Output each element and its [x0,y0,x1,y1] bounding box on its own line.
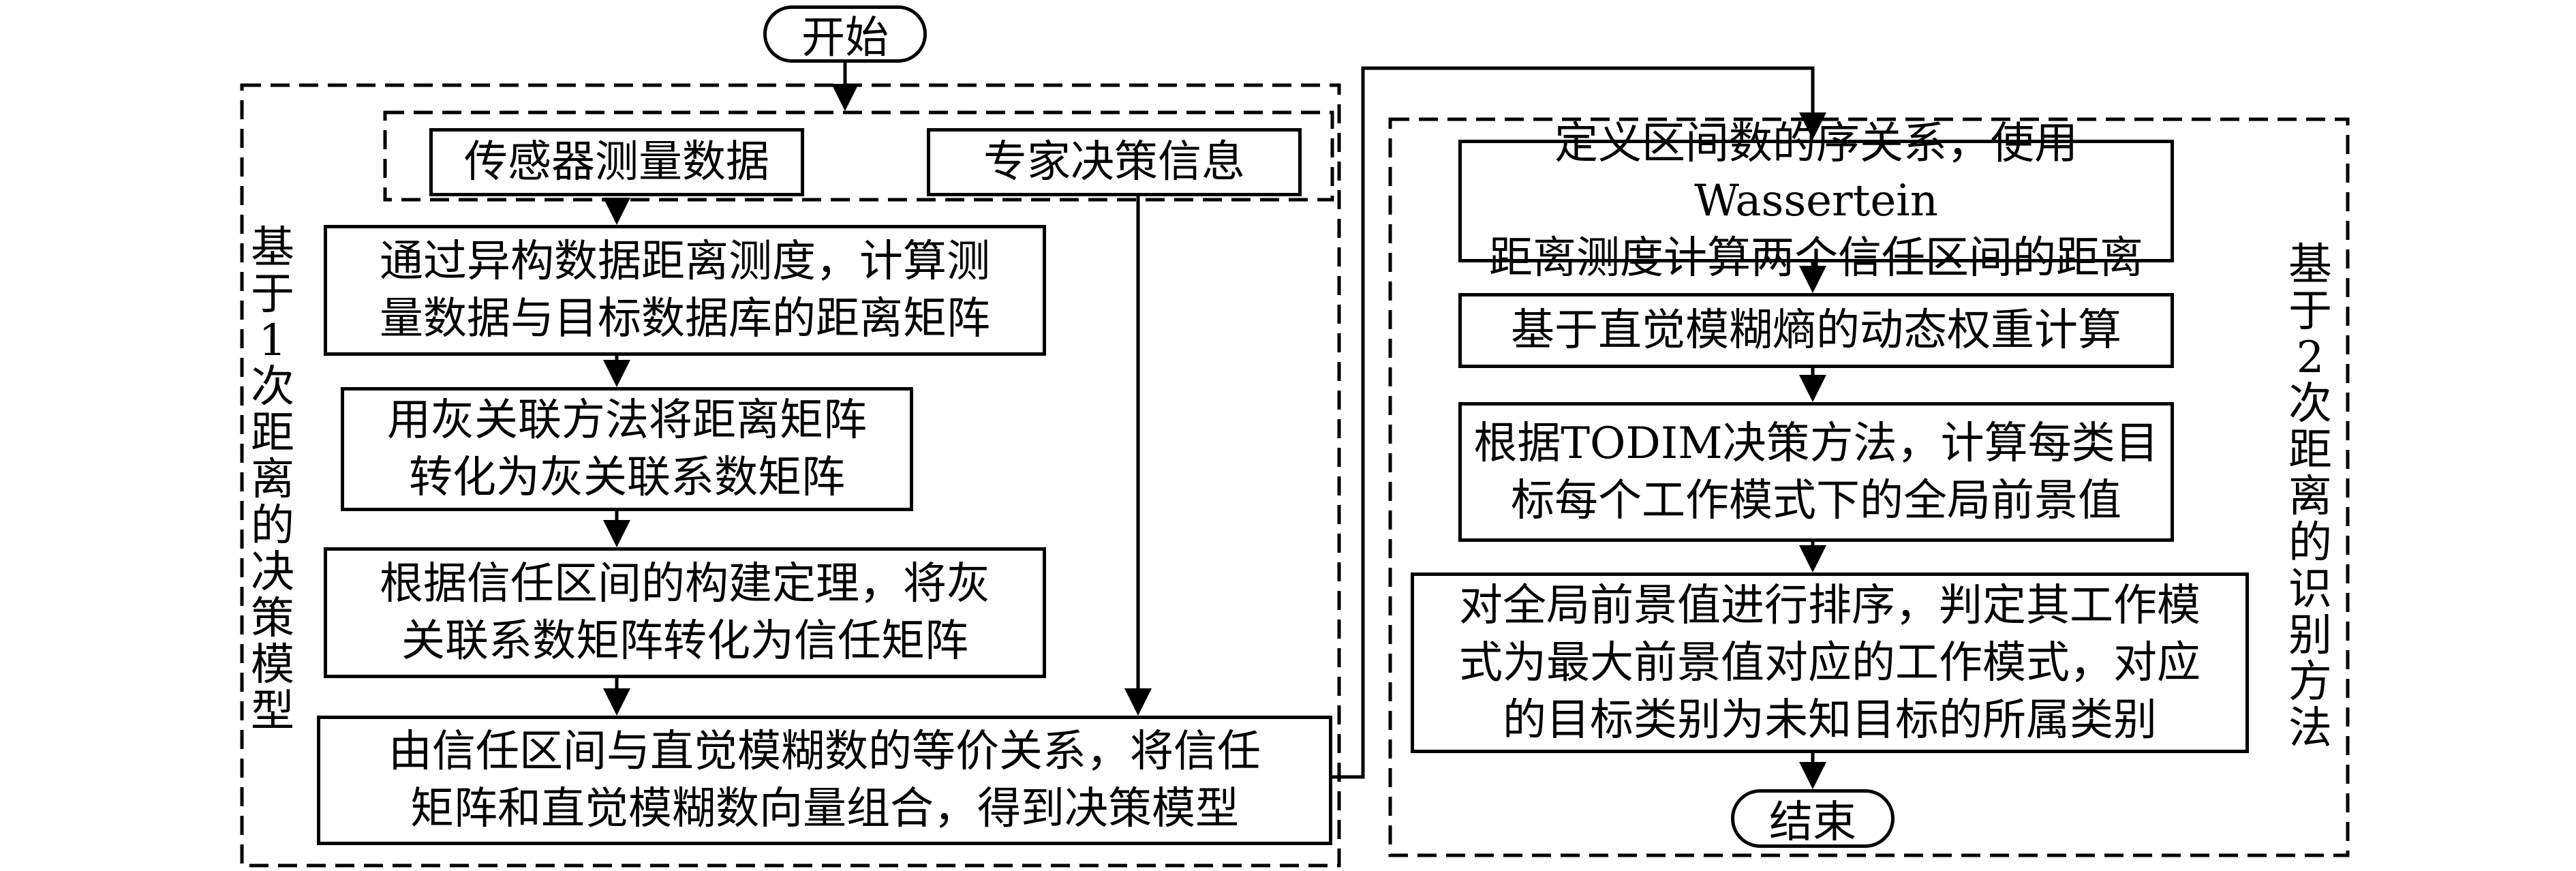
left-group-label: 基于1次距离的决策模型 [245,225,300,735]
left-group-frame [240,83,1341,868]
right-step-3: 根据TODIM决策方法，计算每类目 标每个工作模式下的全局前景值 [1458,402,2174,542]
left-step-4: 由信任区间与直觉模糊数的等价关系，将信任 矩阵和直觉模糊数向量组合，得到决策模型 [317,716,1332,845]
right-step-4: 对全局前景值进行排序，判定其工作模 式为最大前景值对应的工作模式，对应 的目标类… [1411,572,2249,753]
end-terminal: 结束 [1731,789,1895,848]
left-step-3-text: 根据信任区间的构建定理，将灰 关联系数矩阵转化为信任矩阵 [380,559,990,667]
start-terminal: 开始 [763,5,927,63]
right-group-label: 基于2次距离的识别方法 [2283,242,2337,752]
right-group-frame [1388,117,2350,857]
right-step-1: 定义区间数的序关系，使用Wassertein 距离测度计算两个信任区间的距离 [1458,119,2174,284]
sensor-data-box: 传感器测量数据 [429,128,804,196]
start-label: 开始 [801,13,889,63]
right-step-2-text: 基于直觉模糊熵的动态权重计算 [1511,305,2121,356]
right-step-4-text: 对全局前景值进行排序，判定其工作模 式为最大前景值对应的工作模式，对应 的目标类… [1459,580,2201,746]
left-step-1-text: 通过异构数据距离测度，计算测 量数据与目标数据库的距离矩阵 [380,236,990,344]
end-label: 结束 [1769,797,1856,848]
left-step-2-text: 用灰关联方法将距离矩阵 转化为灰关联系数矩阵 [387,395,867,503]
right-step-2: 基于直觉模糊熵的动态权重计算 [1458,293,2174,368]
left-step-2: 用灰关联方法将距离矩阵 转化为灰关联系数矩阵 [341,387,913,511]
input-group-frame [383,110,1334,202]
right-step-3-text: 根据TODIM决策方法，计算每类目 标每个工作模式下的全局前景值 [1473,418,2159,526]
connector-left-to-right [1329,66,1826,779]
left-step-4-text: 由信任区间与直觉模糊数的等价关系，将信任 矩阵和直觉模糊数向量组合，得到决策模型 [388,727,1261,834]
expert-info-label: 专家决策信息 [983,137,1245,187]
right-step-1-text: 定义区间数的序关系，使用Wassertein 距离测度计算两个信任区间的距离 [1489,119,2143,284]
left-step-3: 根据信任区间的构建定理，将灰 关联系数矩阵转化为信任矩阵 [324,547,1046,678]
expert-info-box: 专家决策信息 [927,128,1302,196]
sensor-data-label: 传感器测量数据 [464,137,769,187]
left-step-1: 通过异构数据距离测度，计算测 量数据与目标数据库的距离矩阵 [324,225,1046,356]
